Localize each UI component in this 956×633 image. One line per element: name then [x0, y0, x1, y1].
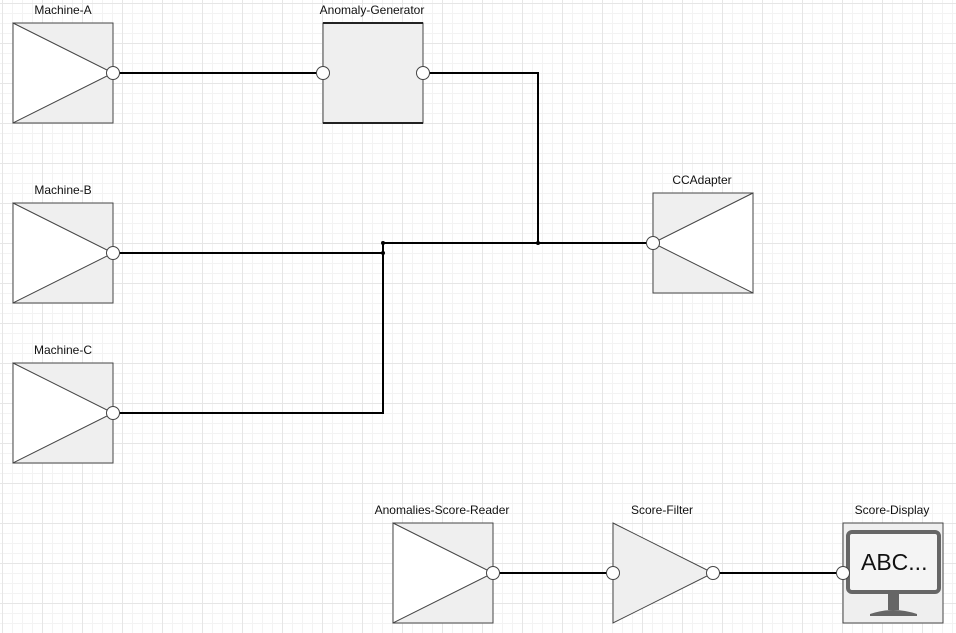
sink-triangle-icon	[651, 192, 754, 294]
input-port[interactable]	[316, 66, 330, 80]
filter-triangle-icon	[612, 522, 715, 624]
output-port[interactable]	[106, 406, 120, 420]
node-ccadapter[interactable]	[646, 192, 754, 294]
input-port[interactable]	[646, 236, 660, 250]
node-machine-b[interactable]	[12, 202, 120, 304]
node-label-machine-a: Machine-A	[34, 3, 92, 17]
output-port[interactable]	[706, 566, 720, 580]
node-anomalies-score-reader[interactable]	[392, 522, 500, 624]
node-score-display[interactable]	[836, 522, 944, 624]
source-triangle-icon	[12, 202, 115, 304]
node-label-score-display: Score-Display	[854, 503, 930, 517]
output-port[interactable]	[106, 246, 120, 260]
output-port[interactable]	[486, 566, 500, 580]
node-anomaly-generator[interactable]	[316, 22, 430, 124]
monitor-stand-neck	[888, 592, 899, 610]
junction-dot	[381, 251, 385, 255]
node-label-anomalies-score-reader: Anomalies-Score-Reader	[374, 503, 510, 517]
source-triangle-icon	[12, 362, 115, 464]
input-port[interactable]	[606, 566, 620, 580]
node-label-machine-c: Machine-C	[33, 343, 93, 357]
output-port[interactable]	[416, 66, 430, 80]
output-port[interactable]	[106, 66, 120, 80]
source-triangle-icon	[12, 22, 115, 124]
monitor-stand-base	[870, 610, 917, 616]
node-score-filter[interactable]	[606, 522, 720, 624]
node-label-score-filter: Score-Filter	[630, 503, 694, 517]
source-triangle-icon	[392, 522, 495, 624]
edge-machine-c-ccadapter[interactable]	[113, 243, 384, 414]
node-body	[322, 22, 424, 124]
node-label-ccadapter: CCAdapter	[672, 173, 732, 187]
node-machine-c[interactable]	[12, 362, 120, 464]
junction-dot	[536, 241, 540, 245]
node-label-machine-b: Machine-B	[34, 183, 92, 197]
display-screen-text: ABC...	[861, 549, 928, 575]
edge-anomaly-generator-ccadapter[interactable]	[423, 72, 653, 244]
node-label-anomaly-generator: Anomaly-Generator	[319, 3, 425, 17]
junction-dot	[381, 241, 385, 245]
node-machine-a[interactable]	[12, 22, 120, 124]
input-port[interactable]	[836, 566, 850, 580]
wires	[113, 72, 843, 574]
